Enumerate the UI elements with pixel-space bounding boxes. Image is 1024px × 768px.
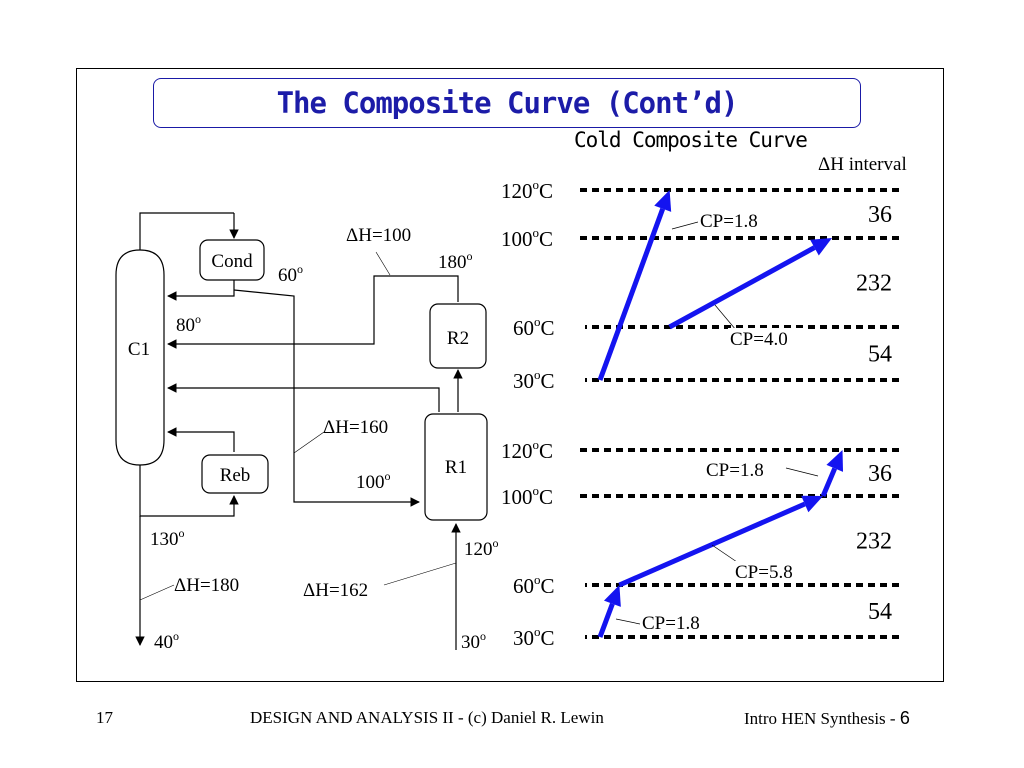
stream-arrow-2-line <box>668 245 816 330</box>
c1-label: C1 <box>128 339 150 360</box>
t40-label: 40o <box>154 629 179 653</box>
composite-seg-3-head <box>826 450 844 472</box>
cp-label-2: CP=4.0 <box>730 329 788 350</box>
t30-label: 30o <box>461 629 486 653</box>
interval-value: 54 <box>868 342 892 368</box>
page-title: The Composite Curve (Cont’d) <box>276 86 739 120</box>
interval-value: 232 <box>856 271 892 297</box>
cp-leader-4 <box>711 544 738 563</box>
interval-value: 54 <box>868 599 892 625</box>
overhead-line <box>139 212 234 250</box>
temp-label-bg-60 <box>509 309 585 337</box>
composite-seg-2-head <box>801 495 824 513</box>
leader-dh180 <box>139 584 175 601</box>
temp-label-60: 60oC <box>513 314 555 340</box>
reb-label: Reb <box>220 465 251 486</box>
r1-label: R1 <box>445 457 467 478</box>
temp-label-120: 120oC <box>501 177 553 203</box>
column-c1 <box>115 249 165 466</box>
cp-leader-5 <box>615 618 641 625</box>
leader-dh160 <box>293 431 325 454</box>
temp-label-100: 100oC <box>501 225 553 251</box>
composite-seg-3-line <box>820 467 838 497</box>
dh-interval-header: ΔH interval <box>818 154 907 175</box>
temp-label-30: 30oC <box>513 624 555 650</box>
cp-label-1: CP=1.8 <box>700 211 758 232</box>
cp-leader-3 <box>785 467 819 477</box>
composite-charts: 120oC 100oC 60oC 30oC 36 232 54 120oC 100oC 60oC 3… <box>497 172 900 650</box>
flowsheet-labels: Cond Reb C1 R2 R1 ΔH=100 180o 60o 80o ΔH… <box>128 225 499 653</box>
t80-label: 80o <box>176 312 201 336</box>
cp-label-bg-1 <box>698 210 774 232</box>
cp-label-bg-4 <box>733 561 809 583</box>
cp-label-3: CP=1.8 <box>706 460 764 481</box>
dh180-label: ΔH=180 <box>174 575 239 596</box>
stream-arrow-1-line <box>597 207 666 381</box>
cond-box <box>199 239 265 281</box>
temp-label-100: 100oC <box>501 483 553 509</box>
cp-label-bg-2 <box>728 328 804 350</box>
reb-return-line <box>167 427 235 452</box>
composite-seg-1-line <box>597 602 615 638</box>
footer-course: DESIGN AND ANALYSIS II - (c) Daniel R. L… <box>250 708 604 727</box>
stream-arrow-2-head <box>810 238 832 256</box>
dh160-label: ΔH=160 <box>323 417 388 438</box>
temp-label-bg-120 <box>497 432 573 460</box>
t100-label: 100o <box>356 469 391 493</box>
t120-label: 120o <box>464 536 499 560</box>
t60-label: 60o <box>278 262 303 286</box>
r2-box <box>429 303 487 369</box>
subtitle: Cold Composite Curve <box>574 128 808 152</box>
leader-dh162 <box>383 562 457 586</box>
dh100-label: ΔH=100 <box>346 225 411 246</box>
temp-label-bg-60 <box>509 567 585 595</box>
footer-section: Intro HEN Synthesis - 6 <box>744 708 910 729</box>
temp-label-bg-120 <box>497 172 573 200</box>
cp-label-bg-3 <box>704 459 780 481</box>
stream-60-line <box>233 289 420 507</box>
slide-frame <box>76 68 944 682</box>
interval-value: 36 <box>868 202 892 228</box>
composite-seg-1-head <box>603 585 621 607</box>
flowsheet <box>115 212 488 650</box>
reflux-line <box>167 280 235 301</box>
reb-box <box>201 454 269 494</box>
reb-feed-line <box>139 465 239 517</box>
temp-label-bg-100 <box>497 220 573 248</box>
footer-section-page: 6 <box>899 708 910 728</box>
temp-label-bg-30 <box>509 619 585 647</box>
cp-label-5: CP=1.8 <box>642 613 700 634</box>
interval-value: 232 <box>856 529 892 555</box>
temp-label-30: 30oC <box>513 367 555 393</box>
t180-label: 180o <box>438 249 473 273</box>
cp-leader-2 <box>714 304 737 331</box>
interval-value: 36 <box>868 461 892 487</box>
footer-section-label: Intro HEN Synthesis - <box>744 709 900 728</box>
temp-label-bg-100 <box>497 478 573 506</box>
cp-leader-1 <box>671 221 699 230</box>
cp-label-bg-5 <box>640 612 716 634</box>
temp-label-60: 60oC <box>513 572 555 598</box>
footer-page-number: 17 <box>96 708 113 727</box>
r2-feed-line <box>167 275 459 349</box>
composite-seg-2-line <box>618 501 806 588</box>
title-box: The Composite Curve (Cont’d) <box>153 78 861 128</box>
r1-box <box>424 413 488 521</box>
t130-label: 130o <box>150 526 185 550</box>
r1-feed-line <box>167 383 440 412</box>
dh162-label: ΔH=162 <box>303 580 368 601</box>
temp-label-bg-30 <box>509 362 585 390</box>
cp-label-4: CP=5.8 <box>735 562 793 583</box>
leader-dh100 <box>375 251 391 276</box>
r2-label: R2 <box>447 328 469 349</box>
temp-label-120: 120oC <box>501 437 553 463</box>
cond-label: Cond <box>211 251 253 272</box>
stream-arrow-1-head <box>654 190 672 212</box>
